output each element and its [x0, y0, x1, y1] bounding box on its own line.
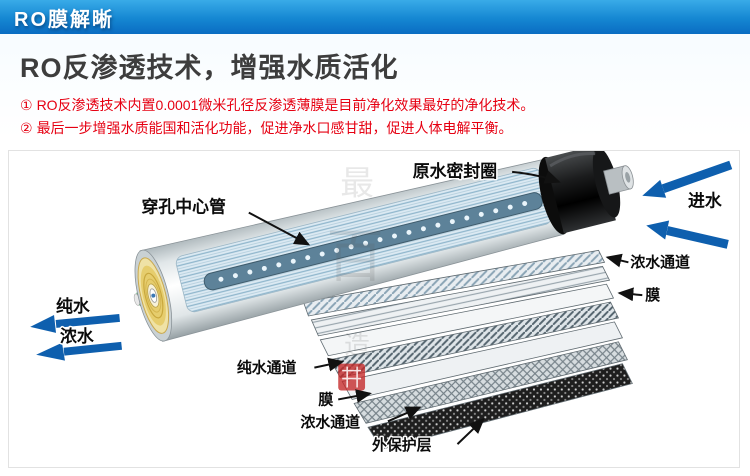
label-membrane-bottom: 膜 [318, 390, 333, 408]
watermark-char-2: 百 [326, 223, 384, 290]
outer-layer-callout-arrow [456, 417, 485, 445]
point-2-text: 最后一步增强水质能国和活化功能，促进净水口感甘甜，促进人体电解平衡。 [36, 120, 513, 136]
ro-membrane-cylinder [133, 145, 634, 342]
page-title: RO反渗透技术，增强水质活化 [20, 53, 399, 83]
concentrate-water-arrow-icon [36, 341, 123, 361]
concentrate-channel-bottom-callout-arrow [387, 406, 422, 423]
label-pure-water: 纯水 [56, 296, 91, 316]
label-pure-water-channel: 纯水通道 [237, 359, 297, 377]
label-concentrate-water: 浓水 [60, 326, 95, 346]
membrane-bottom-callout-arrow [338, 389, 372, 403]
watermark-seal-icon [338, 363, 366, 391]
diagram-svg: 最 百 造 [30, 145, 733, 456]
spiral-wound-end-face [134, 249, 173, 342]
label-seal-ring: 原水密封圈 [413, 161, 497, 181]
sheet-pure-water-channel [319, 283, 615, 357]
label-water-in: 进水 [688, 191, 723, 211]
callout-arrows [248, 170, 643, 445]
sheet-membrane-1 [310, 265, 611, 337]
ro-membrane-diagram: 最 百 造 [8, 145, 740, 468]
pure-water-channel-callout-arrow [314, 357, 345, 372]
watermark: 最 百 造 [326, 164, 384, 391]
sheet-outer-protective-layer [367, 363, 633, 450]
membrane-right-callout-arrow [617, 287, 643, 302]
pure-water-arrow-icon [30, 313, 120, 333]
sheet-concentrate-channel [302, 249, 606, 317]
water-in-arrow-bottom-icon [646, 220, 729, 249]
tube-perforation-dots [218, 198, 536, 282]
label-outer-protective-layer: 外保护层 [371, 436, 432, 454]
label-concentrate-channel-right: 浓水通道 [630, 253, 690, 271]
label-center-tube: 穿孔中心管 [141, 197, 226, 217]
perforated-center-tube [203, 192, 543, 291]
watermark-char-3: 造 [344, 331, 370, 361]
water-in-arrow-top-icon [642, 160, 733, 198]
point-1-number: ① [20, 97, 33, 113]
membrane-sheet-stack [302, 249, 633, 450]
flow-arrows [30, 160, 733, 361]
header-bar: RO膜解晰 [0, 0, 750, 34]
brand-logo: RO膜解晰 [14, 8, 114, 31]
point-1-text: RO反渗透技术内置0.0001微米孔径反渗透薄膜是目前净化效果最好的净化技术。 [36, 97, 535, 113]
concentrate-channel-right-callout-arrow [605, 253, 629, 268]
label-concentrate-channel-bottom: 浓水通道 [300, 413, 360, 431]
seal-ring-callout-arrow [512, 170, 561, 184]
point-2-number: ② [20, 120, 33, 136]
sheet-membrane-2 [329, 301, 620, 379]
label-membrane-right: 膜 [645, 286, 660, 304]
sheet-spacer [341, 321, 624, 400]
sheet-mesh [353, 341, 628, 424]
center-tube-callout-arrow [248, 211, 311, 246]
watermark-char-1: 最 [340, 164, 374, 203]
